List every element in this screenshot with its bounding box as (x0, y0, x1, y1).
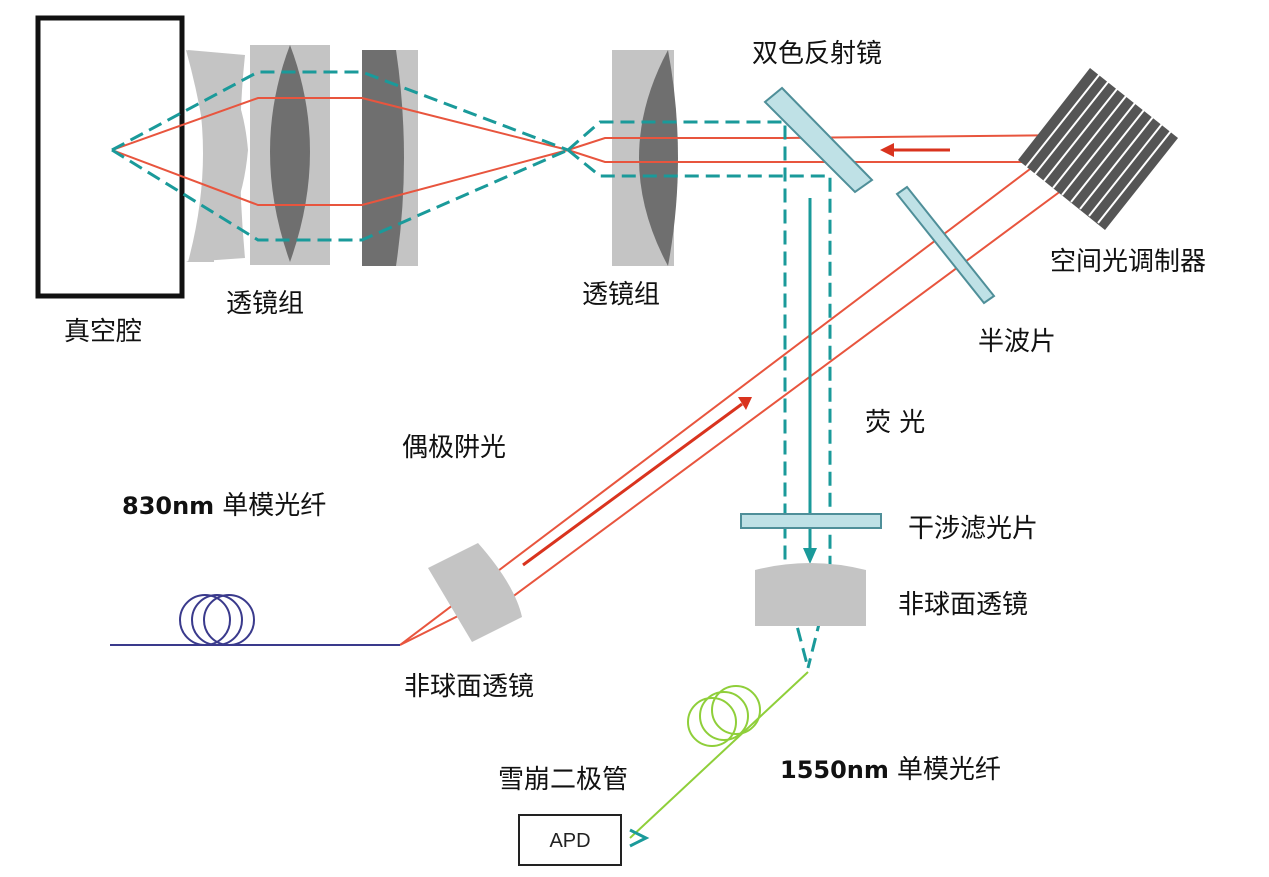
aspheric-lens-left (428, 543, 522, 642)
label-dichroic-mirror: 双色反射镜 (752, 39, 882, 69)
fiber-1550-loop-2 (699, 691, 749, 741)
fiber-1550-line (629, 671, 809, 839)
red-beam-upper-right (567, 134, 1076, 151)
label-fiber-1550-wavelength: 1550nm (780, 756, 889, 784)
label-lens-group-left: 透镜组 (226, 289, 304, 319)
plano-convex-lens-core (362, 50, 404, 266)
fiber-830-loop-3 (203, 594, 255, 646)
lens-group-right (612, 50, 678, 266)
label-fiber-830-text: 单模光纤 (222, 491, 326, 521)
red-beam-lower-left (111, 149, 569, 206)
red-beam-paths (111, 97, 1101, 646)
label-lens-group-right: 透镜组 (582, 280, 660, 310)
label-fiber-830-wavelength: 830nm (122, 492, 214, 520)
biconvex-lens-core (270, 45, 310, 262)
red-arrow-slm-head (880, 143, 894, 157)
apd-box-label: APD (549, 830, 590, 852)
red-arrow-diag-head (738, 397, 752, 410)
red-beam-lower-right (567, 149, 1100, 163)
red-beam-diag-2 (491, 161, 1101, 613)
red-beam-fiber-tip (399, 611, 467, 646)
meniscus-lens-body (188, 50, 245, 262)
red-beam-upper-left (111, 97, 569, 151)
red-beam-diag-1 (399, 134, 1076, 646)
label-apd-name: 雪崩二极管 (498, 765, 628, 795)
slm-stripes (1025, 74, 1172, 224)
fiber-830nm (110, 594, 400, 646)
fiber-1550-loop-1 (687, 697, 737, 747)
aspheric-lens-right (755, 563, 866, 626)
label-vacuum-chamber: 真空腔 (64, 317, 142, 347)
label-slm: 空间光调制器 (1050, 247, 1206, 277)
teal-beam-upper-left (111, 70, 569, 152)
label-fluorescence: 荧 光 (865, 408, 925, 438)
label-fiber-830: 830nm 单模光纤 (122, 491, 326, 521)
red-arrow-diag-line (522, 402, 743, 567)
vacuum-chamber (35, 15, 185, 299)
fiber-1550nm (629, 671, 809, 839)
fiber-830-loop-1 (179, 594, 231, 646)
interference-filter (740, 513, 882, 529)
fluorescence-arrow-head (803, 548, 817, 564)
label-half-wave-plate: 半波片 (978, 327, 1056, 357)
lens-group-left (186, 45, 418, 266)
dichroic-mirror (763, 86, 874, 194)
half-wave-plate (895, 185, 996, 305)
label-interference-filter: 干涉滤光片 (908, 514, 1038, 544)
fiber-1550-loop-3 (711, 685, 761, 735)
label-dipole-trap-light: 偶极阱光 (402, 433, 506, 463)
spatial-light-modulator (1018, 68, 1178, 230)
label-fiber-1550: 1550nm 单模光纤 (780, 755, 1001, 785)
label-aspheric-lens-left: 非球面透镜 (404, 672, 534, 702)
apd-input-arrow (629, 828, 650, 848)
lens-right-core (639, 50, 678, 266)
label-aspheric-lens-right: 非球面透镜 (898, 590, 1028, 620)
teal-beam-lower-left (111, 148, 569, 242)
label-fiber-1550-text: 单模光纤 (897, 755, 1001, 785)
apd-box (518, 814, 622, 866)
fiber-830-loop-2 (191, 594, 243, 646)
